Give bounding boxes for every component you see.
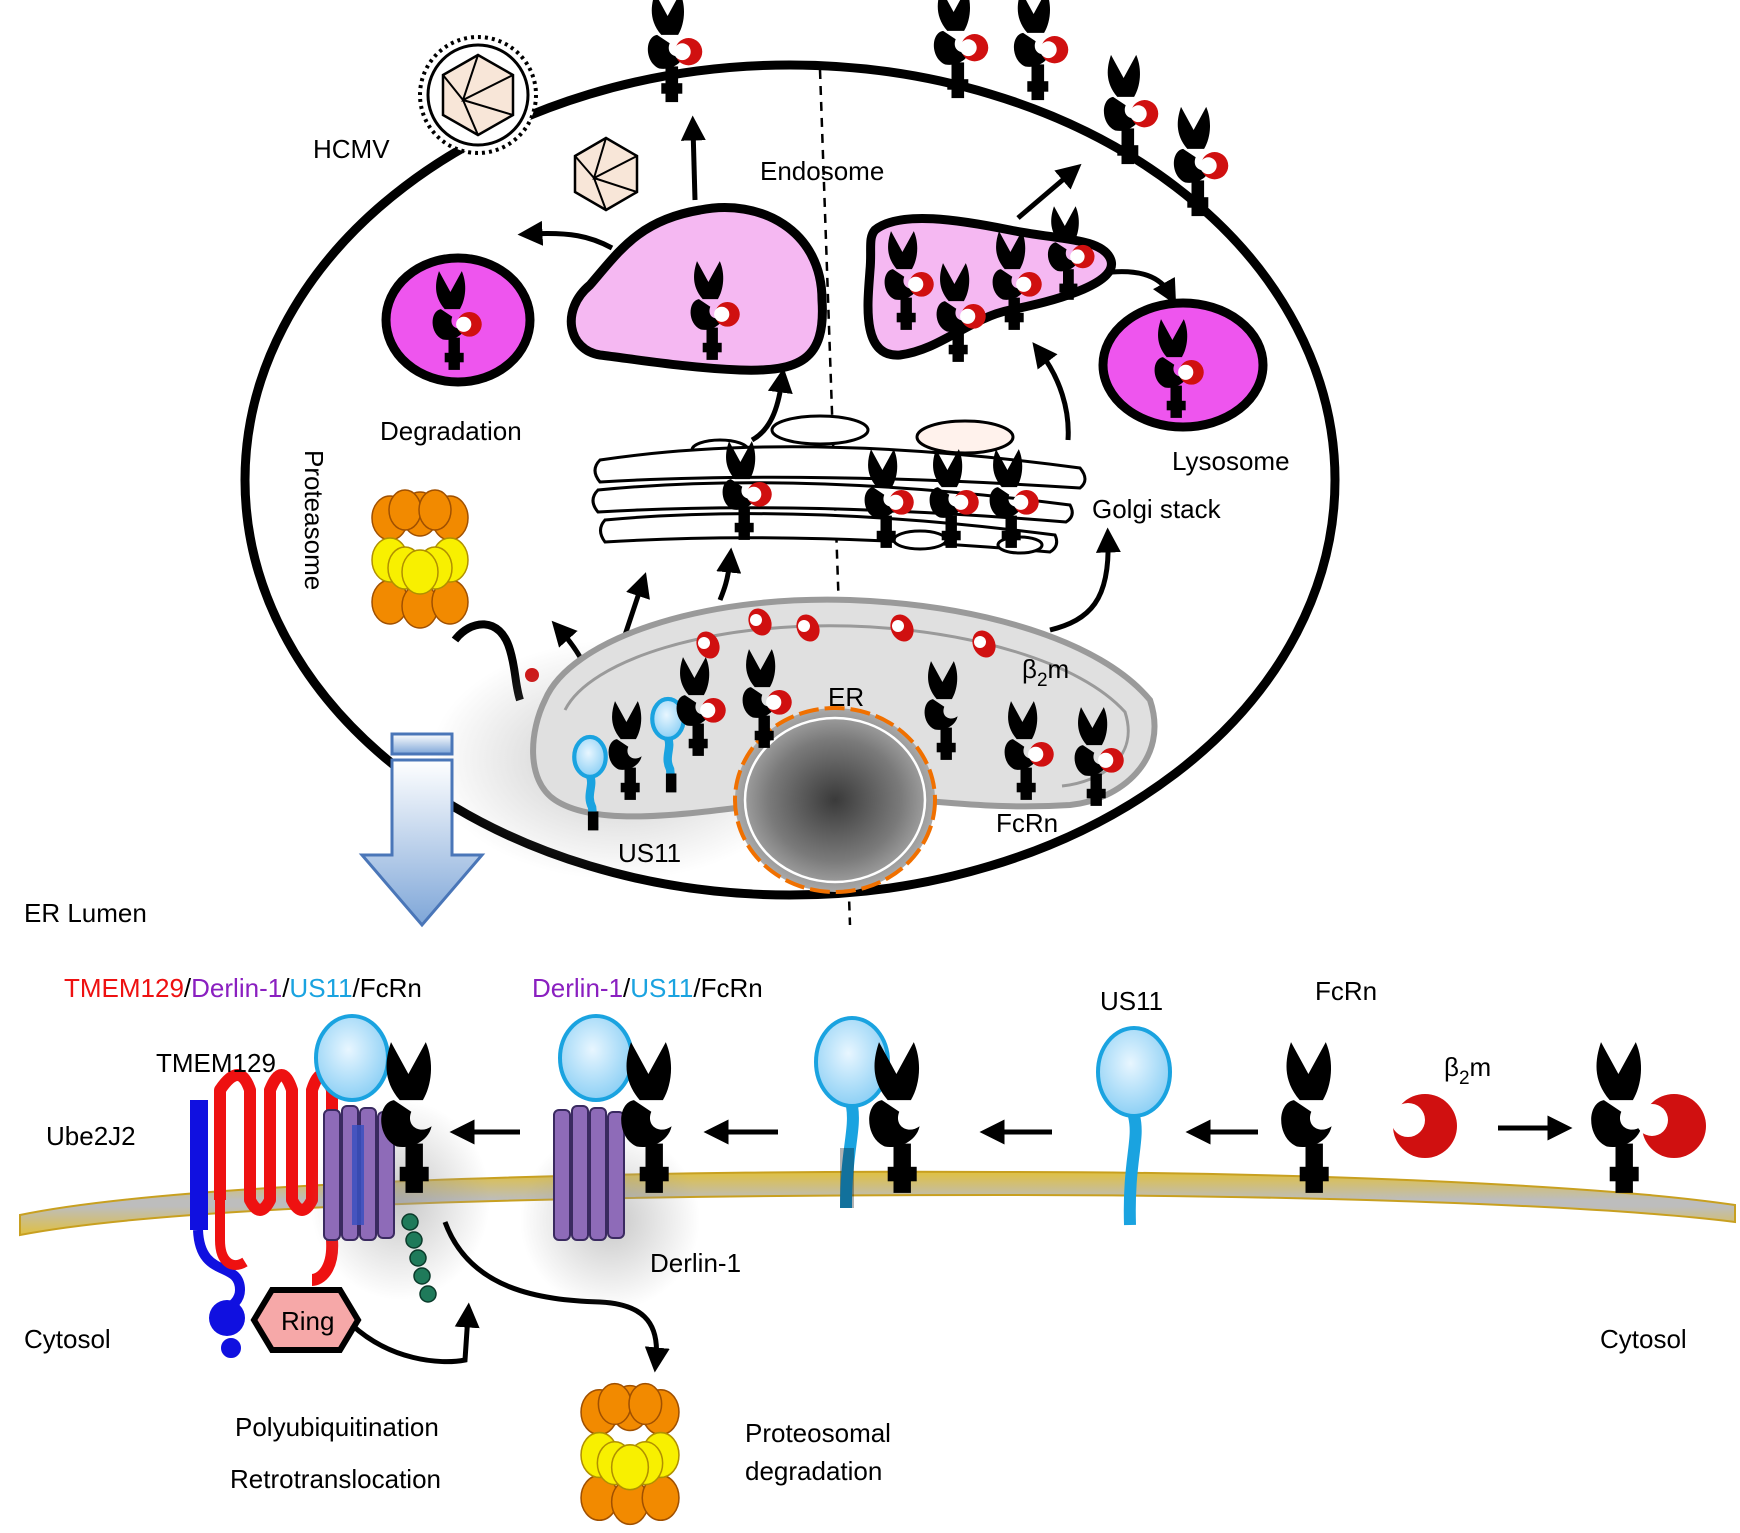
complex-a-label: TMEM129/Derlin-1/US11/FcRn bbox=[64, 973, 422, 1003]
proteasome-bottom-icon bbox=[580, 1382, 680, 1526]
proteasome-label: Proteasome bbox=[299, 450, 329, 590]
ring-label: Ring bbox=[281, 1306, 334, 1336]
b2m-bottom-label: β2m bbox=[1444, 1052, 1491, 1089]
us11-alone bbox=[1096, 1026, 1172, 1226]
fcrn-b2m-bottom bbox=[1591, 1042, 1706, 1193]
tmem129-label: TMEM129 bbox=[156, 1048, 276, 1078]
fcrn-bottom-label: FcRn bbox=[1315, 976, 1377, 1006]
lysosome bbox=[1098, 298, 1268, 432]
degradation-label: Degradation bbox=[380, 416, 522, 446]
b2m-bottom bbox=[1391, 1094, 1457, 1158]
lysosome-label: Lysosome bbox=[1172, 446, 1290, 476]
retrotranslocation-label: Retrotranslocation bbox=[230, 1464, 441, 1494]
fcrn-alone bbox=[1281, 1042, 1332, 1193]
ube2j2-label: Ube2J2 bbox=[46, 1121, 136, 1151]
ring-arrow bbox=[350, 1302, 480, 1365]
golgi-stack-label: Golgi stack bbox=[1092, 494, 1222, 524]
nucleus bbox=[733, 706, 937, 894]
hcmv-label: HCMV bbox=[313, 134, 390, 164]
er-label: ER bbox=[828, 682, 864, 712]
er-membrane bbox=[19, 1170, 1736, 1237]
us11-bottom-label: US11 bbox=[1100, 986, 1163, 1016]
ring-domain bbox=[250, 1287, 362, 1353]
golgi-stack bbox=[591, 414, 1087, 555]
endosome-left bbox=[566, 203, 827, 375]
capsid-icon bbox=[573, 136, 639, 212]
proteasome-icon bbox=[371, 489, 469, 629]
cell-arrows bbox=[517, 115, 1177, 681]
hcmv-virion-icon bbox=[418, 35, 538, 155]
cytosol-right-label: Cytosol bbox=[1600, 1324, 1687, 1354]
derlin1-label: Derlin-1 bbox=[650, 1248, 741, 1278]
degradation-vesicle bbox=[381, 253, 535, 387]
zoom-arrow bbox=[358, 732, 486, 928]
bottom-arrows bbox=[449, 1115, 1573, 1145]
fcrn-top-label: FcRn bbox=[996, 808, 1058, 838]
derlin1-complex-middle bbox=[520, 1014, 700, 1310]
us11-top-label: US11 bbox=[618, 838, 681, 868]
derlin1-complex-left bbox=[310, 1014, 490, 1303]
proteosomal-label: Proteosomal bbox=[745, 1418, 891, 1448]
polyubiquitination-label: Polyubiquitination bbox=[235, 1412, 439, 1442]
proteosomal-degradation-label: degradation bbox=[745, 1456, 882, 1486]
complex-b-label: Derlin-1/US11/FcRn bbox=[532, 973, 763, 1003]
cytosol-left-label: Cytosol bbox=[24, 1324, 111, 1354]
b2m-label-top: β2m bbox=[1022, 654, 1069, 691]
er-lumen-label: ER Lumen bbox=[24, 898, 147, 928]
endosome-label: Endosome bbox=[760, 156, 884, 186]
labels: HCMV Endosome Degradation Proteasome Lys… bbox=[24, 134, 1687, 1494]
us11-fcrn-complex bbox=[814, 1016, 920, 1209]
ube2j2-protein bbox=[190, 1100, 246, 1360]
endosome-right bbox=[863, 206, 1116, 362]
